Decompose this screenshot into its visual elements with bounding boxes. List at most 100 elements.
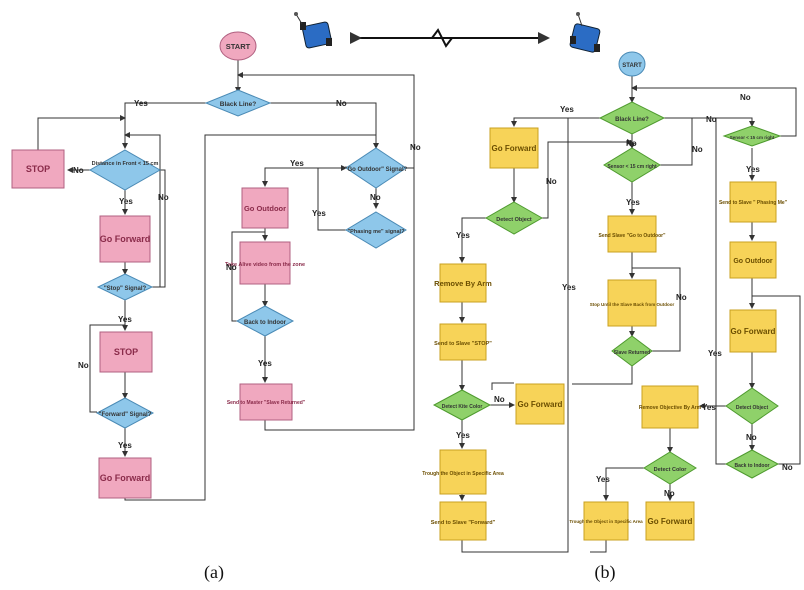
detect-object-decision-1 xyxy=(484,201,544,235)
go-forward-label-b4: Go Forward xyxy=(648,517,693,526)
flowchart-a: START Black Line? STOP Distance in Front… xyxy=(11,31,421,501)
through-object-label-2: Trough the Object in Specific Area xyxy=(569,519,643,524)
go-outdoor-label-b: Go Outdoor xyxy=(733,258,773,265)
detect-color-label: Detect Color xyxy=(654,467,688,473)
back-indoor-label: Back to Indoor xyxy=(244,320,287,326)
forward-signal-decision xyxy=(95,397,155,429)
forward-signal-label: "Forward" Signal? xyxy=(99,412,152,418)
yes-label: Yes xyxy=(312,209,326,218)
go-outdoor-box-b xyxy=(729,241,777,279)
remove-objective-label: Remove Objective By Arm xyxy=(639,405,702,411)
go-outdoor-label-a: Go Outdoor xyxy=(244,204,286,213)
go-forward-box-b3 xyxy=(729,309,777,353)
go-forward-box-a2 xyxy=(98,457,152,499)
go-forward-label-b2: Go Forward xyxy=(518,400,563,409)
go-forward-label-b1: Go Forward xyxy=(492,144,537,153)
distance-label: Distance in Front < 15 cm xyxy=(92,161,159,167)
send-master-box xyxy=(239,383,293,421)
stop-until-label: Stop Until the Slave Back from Outdoor xyxy=(590,302,675,307)
back-indoor-decision-b xyxy=(724,449,780,479)
no-label: No xyxy=(546,177,557,186)
communication-link-arrow xyxy=(350,28,550,48)
yes-label: Yes xyxy=(258,359,272,368)
no-label: No xyxy=(78,361,89,370)
no-label: No xyxy=(73,166,84,175)
yes-label: Yes xyxy=(134,99,148,108)
go-forward-label-a1: Go Forward xyxy=(100,234,151,244)
back-indoor-label-b: Back to Indoor xyxy=(734,463,769,469)
detect-kite-color-label: Detect Kite Color xyxy=(442,404,483,410)
stop-box-2 xyxy=(99,331,153,373)
go-outdoor-signal-label: "Go Outdoor" Signal? xyxy=(345,167,408,173)
go-forward-box-b4 xyxy=(645,501,695,541)
detect-object-label-2: Detect Object xyxy=(736,405,769,411)
black-line-decision-b xyxy=(598,101,666,135)
slave-returned-decision xyxy=(611,335,653,367)
take-video-box xyxy=(239,241,291,285)
through-object-box-2 xyxy=(583,501,629,541)
yes-label: Yes xyxy=(118,441,132,450)
remove-by-arm-box xyxy=(439,263,487,303)
go-forward-box-a1 xyxy=(99,215,151,263)
no-label: No xyxy=(692,145,703,154)
yes-label: Yes xyxy=(596,475,610,484)
caption-a: (a) xyxy=(204,562,224,583)
send-phasing-label: Send to Slave " Phasing Me" xyxy=(719,200,788,206)
start-label-a: START xyxy=(226,42,251,51)
start-node-b xyxy=(618,51,646,77)
start-label-b: START xyxy=(622,63,642,69)
through-object-label-1: Trough the Object in Specific Area xyxy=(422,471,504,477)
black-line-decision-a xyxy=(204,89,272,117)
stop-label-1: STOP xyxy=(26,164,50,174)
slave-returned-label: Slave Returned xyxy=(614,350,650,356)
phasing-me-decision xyxy=(345,211,407,249)
go-outdoor-box-a xyxy=(241,187,289,229)
send-phasing-box xyxy=(729,181,777,223)
sensor-mid-decision xyxy=(603,147,661,183)
stop-signal-label: "Stop" Signal? xyxy=(104,286,147,292)
phasing-me-label: "Phasing me" signal? xyxy=(348,229,406,235)
sensor-right-label: Sensor < 15 cm right xyxy=(730,135,775,140)
yes-label: Yes xyxy=(560,105,574,114)
back-indoor-decision xyxy=(235,305,295,337)
yes-label: Yes xyxy=(456,231,470,240)
detect-object-decision-2 xyxy=(725,387,779,425)
sensor-right-decision xyxy=(722,125,782,147)
go-forward-box-b1 xyxy=(489,127,539,169)
no-label: No xyxy=(676,293,687,302)
yes-label: Yes xyxy=(562,283,576,292)
go-forward-label-b3: Go Forward xyxy=(731,327,776,336)
send-stop-box xyxy=(439,323,487,361)
send-master-label: Send to Master "Slave Returned" xyxy=(227,400,306,406)
yes-label: Yes xyxy=(119,197,133,206)
distance-decision xyxy=(88,149,162,191)
no-label: No xyxy=(706,115,717,124)
no-label: No xyxy=(370,193,381,202)
yes-label: Yes xyxy=(708,349,722,358)
stop-until-box xyxy=(607,279,657,327)
detect-object-label-1: Detect Object xyxy=(496,217,532,223)
robot-icon-left xyxy=(294,12,332,49)
black-line-label-b: Black Line? xyxy=(615,117,649,123)
start-node-a xyxy=(219,31,257,61)
stop-signal-decision xyxy=(96,273,154,301)
remove-objective-box xyxy=(641,385,699,429)
go-forward-label-a2: Go Forward xyxy=(100,473,151,483)
yes-label: Yes xyxy=(290,159,304,168)
sensor-mid-label: Sensor < 15 cm right xyxy=(607,164,657,170)
no-label: No xyxy=(740,93,751,102)
detect-kite-color-decision xyxy=(432,389,492,421)
go-forward-box-b2 xyxy=(515,383,565,425)
robot-icon-right xyxy=(569,12,601,53)
caption-b: (b) xyxy=(595,562,616,583)
no-label: No xyxy=(494,395,505,404)
no-label: No xyxy=(664,489,675,498)
no-label: No xyxy=(336,99,347,108)
send-forward-label: Send to Slave "Forward" xyxy=(431,520,496,526)
black-line-label-a: Black Line? xyxy=(220,101,257,108)
yes-label: Yes xyxy=(456,431,470,440)
no-label: No xyxy=(158,193,169,202)
yes-label: Yes xyxy=(702,403,716,412)
